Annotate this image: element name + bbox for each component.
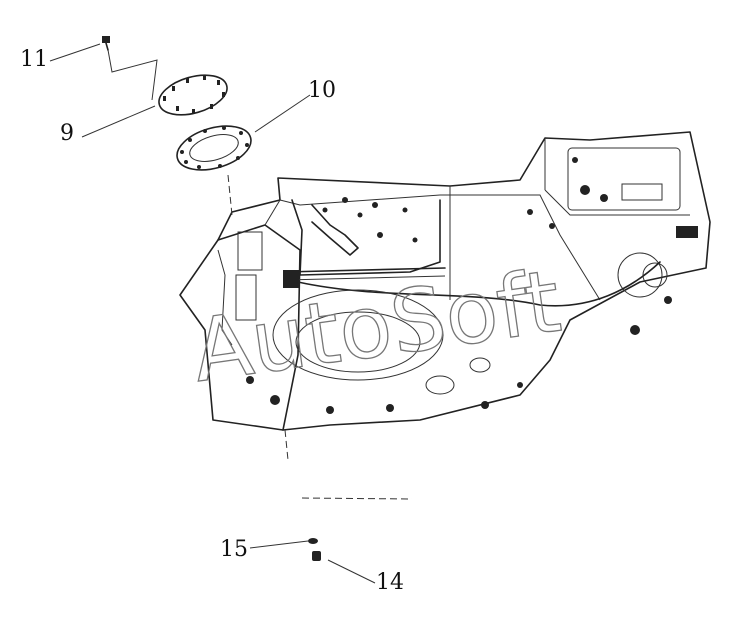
gearbox-housing: [179, 131, 711, 431]
leader-line-15: [249, 540, 309, 549]
leader-line-9: [81, 105, 156, 138]
gasket-part-9: [158, 74, 228, 116]
screw-part-11: [102, 36, 158, 101]
callout-14: 14: [376, 570, 404, 595]
plug-part-15: [308, 538, 318, 544]
assembly-axis-line: [301, 497, 413, 500]
callout-11: 11: [20, 47, 48, 72]
callout-9: 9: [60, 121, 74, 146]
assembly-axis-line: [227, 174, 233, 216]
leader-line-11: [49, 43, 101, 62]
leader-line-14: [327, 559, 376, 584]
leader-line-10: [254, 94, 311, 133]
callout-15: 15: [220, 537, 248, 562]
callout-10: 10: [308, 78, 336, 103]
cover-plate-part-10: [176, 125, 252, 171]
plug-part-14: [312, 551, 321, 561]
assembly-axis-line: [284, 429, 289, 461]
